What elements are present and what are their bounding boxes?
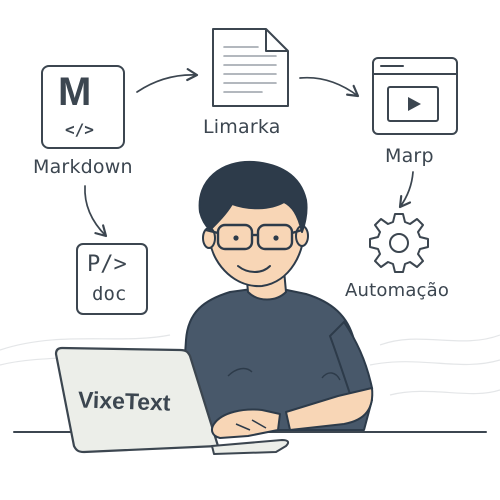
presentation-window-icon bbox=[372, 57, 458, 135]
laptop-brand-text: VixeText bbox=[77, 386, 171, 416]
markdown-label: Markdown bbox=[33, 156, 133, 178]
pdoc-line1: P/> bbox=[87, 252, 127, 277]
laptop bbox=[54, 346, 290, 455]
gear-icon bbox=[369, 213, 429, 273]
arrow-markdown-to-limarka bbox=[136, 68, 199, 93]
arrow-limarka-to-marp bbox=[299, 76, 360, 98]
arrow-markdown-to-pdoc bbox=[84, 185, 108, 238]
limarka-label: Limarka bbox=[203, 116, 281, 138]
markdown-logo-letter: M bbox=[58, 70, 92, 114]
markdown-logo-icon bbox=[41, 65, 125, 149]
document-icon bbox=[212, 28, 289, 107]
pdoc-line2: doc bbox=[92, 283, 127, 305]
person-illustration bbox=[179, 160, 374, 431]
arrow-marp-to-automacao bbox=[398, 171, 414, 209]
marp-label: Marp bbox=[385, 145, 434, 167]
automacao-label: Automação bbox=[345, 280, 450, 301]
pdoc-card-icon bbox=[76, 243, 148, 315]
markdown-logo-code: </> bbox=[65, 120, 94, 139]
